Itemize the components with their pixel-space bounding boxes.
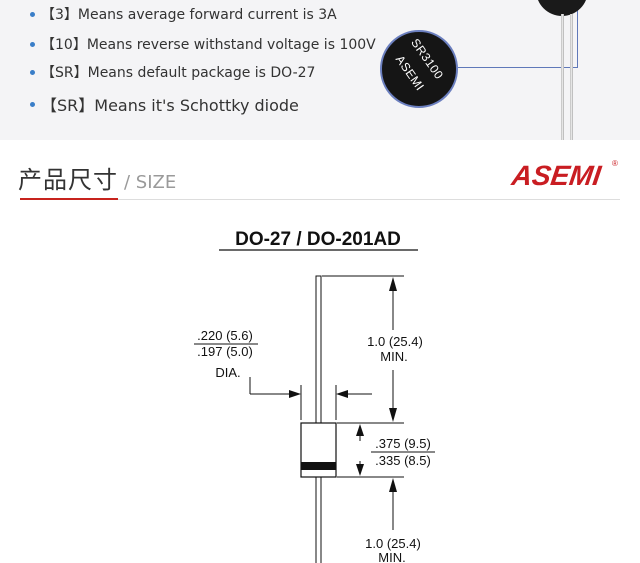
dia-label: DIA. [215,365,240,380]
diode-body-photo [536,0,588,16]
arrow-up-icon [356,424,364,436]
arrow-down-icon [356,464,364,476]
registered-mark: ® [612,159,618,168]
bullet-dot-icon [30,41,35,47]
section-title: 产品尺寸 / SIZE [18,160,176,195]
lead-bottom-min: MIN. [378,550,405,563]
bullet-current: 【3】Means average forward current is 3A [30,4,337,24]
diode-marking-zoom: SR3100 ASEMI [380,30,458,108]
body-length-max: .375 (9.5) [375,436,431,451]
package-title: DO-27 / DO-201AD [235,229,401,250]
section-title-zh: 产品尺寸 [18,166,118,194]
arrow-up-icon [389,277,397,291]
arrow-left-icon [336,390,348,398]
bullet-package: 【SR】Means default package is DO-27 [30,62,315,82]
section-accent-rule [20,198,118,200]
diode-lead-photo [570,14,573,140]
diode-lead-photo [561,14,564,140]
bullet-dot-icon [30,101,35,107]
bullet-text: 【SR】Means it's Schottky diode [41,96,299,115]
bullet-dot-icon [30,11,35,17]
callout-connector [458,0,578,68]
bullet-dot-icon [30,69,35,75]
lead-bottom [315,476,322,563]
dia-min: .197 (5.0) [197,344,253,359]
arrow-right-icon [289,390,301,398]
lead-top [315,275,322,424]
bullet-text: 【3】Means average forward current is 3A [41,7,337,23]
lead-top-length: 1.0 (25.4) [367,334,423,349]
arrow-down-icon [389,408,397,422]
section-title-en: / SIZE [124,172,177,193]
dia-max: .220 (5.6) [197,328,253,343]
lead-bottom-length: 1.0 (25.4) [365,536,421,551]
bullet-schottky: 【SR】Means it's Schottky diode [30,92,299,116]
bullet-voltage: 【10】Means reverse withstand voltage is 1… [30,34,376,54]
bullet-text: 【SR】Means default package is DO-27 [41,65,316,81]
section-divider [118,199,620,200]
body-length-min: .335 (8.5) [375,453,431,468]
feature-panel: 【3】Means average forward current is 3A 【… [0,0,640,140]
cathode-band [301,462,336,470]
bullet-text: 【10】Means reverse withstand voltage is 1… [41,37,376,53]
arrow-up-icon [389,478,397,492]
lead-top-min: MIN. [380,349,407,364]
